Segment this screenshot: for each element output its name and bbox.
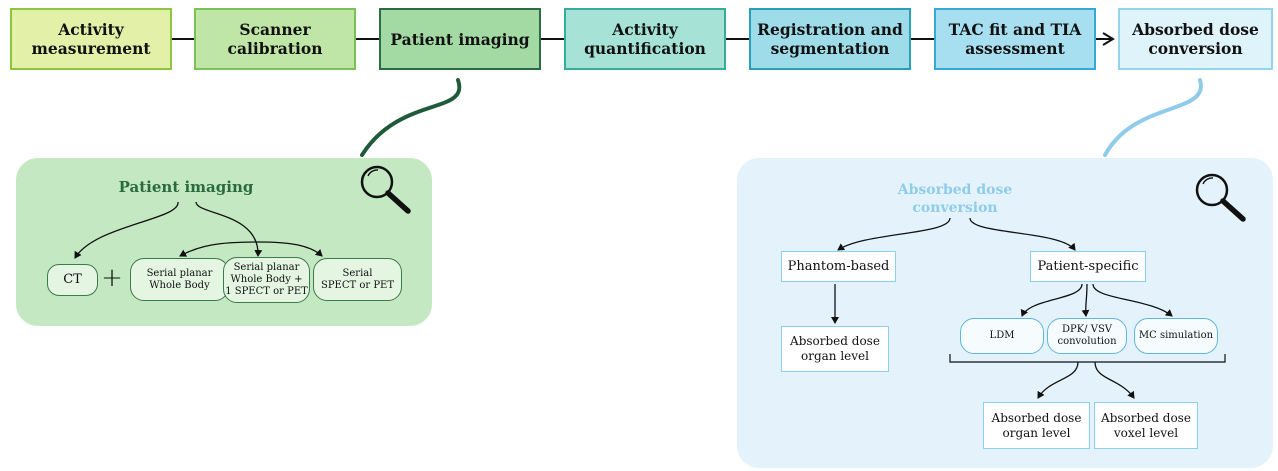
phantom-organ-level-box: Absorbed dose organ level <box>781 326 889 372</box>
magnifier-icon-left <box>360 165 411 214</box>
result-voxel-level-box: Absorbed dose voxel level <box>1094 402 1198 449</box>
option-serial-planar-whole-body: Serial planar Whole Body <box>130 258 229 301</box>
step-scanner-calibration: Scanner calibration <box>194 8 356 70</box>
patient-specific-box: Patient-specific <box>1030 251 1146 282</box>
option-planar-plus-spect-pet: Serial planar Whole Body + 1 SPECT or PE… <box>223 257 310 303</box>
phantom-based-box: Phantom-based <box>781 251 896 282</box>
method-ldm: LDM <box>960 318 1044 354</box>
option-serial-spect-pet: Serial SPECT or PET <box>313 258 402 301</box>
callout-curve-green <box>360 78 462 157</box>
step-absorbed-dose-conversion: Absorbed dose conversion <box>1118 8 1273 70</box>
step-patient-imaging: Patient imaging <box>379 8 541 70</box>
step-registration-segmentation: Registration and segmentation <box>749 8 911 70</box>
callout-curve-blue <box>1103 78 1203 157</box>
method-dpk-vsv-convolution: DPK/ VSV convolution <box>1047 318 1127 354</box>
step-activity-measurement: Activity measurement <box>10 8 172 70</box>
method-mc-simulation: MC simulation <box>1134 318 1218 354</box>
step-activity-quantification: Activity quantification <box>564 8 726 70</box>
result-organ-level-box: Absorbed dose organ level <box>983 402 1090 449</box>
ct-box: CT <box>47 264 98 296</box>
step-tac-fit-tia: TAC fit and TIA assessment <box>934 8 1096 70</box>
patient-imaging-title: Patient imaging <box>118 178 254 196</box>
magnifier-icon-right <box>1195 173 1246 222</box>
plus-sign: + <box>101 263 123 293</box>
absorbed-dose-title: Absorbed dose conversion <box>897 182 1013 216</box>
